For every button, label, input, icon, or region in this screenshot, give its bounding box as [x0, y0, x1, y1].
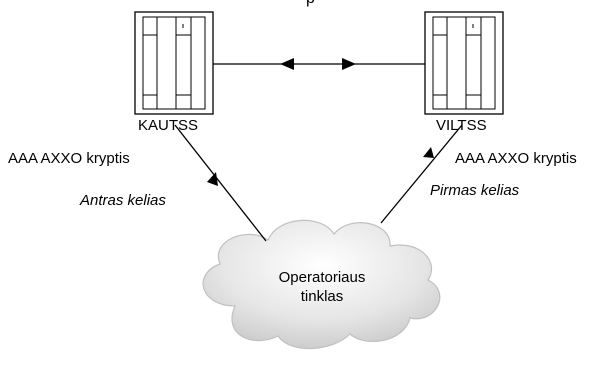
network-label: Operatoriaus tinklas	[262, 268, 382, 306]
page-title-fragment: p	[306, 0, 315, 8]
direction-label-left: AAA AXXO kryptis	[8, 150, 130, 167]
network-label-line1: Operatoriaus	[278, 269, 366, 286]
network-label-line2: tinklas	[300, 288, 344, 305]
path-label-left: Antras kelias	[80, 192, 166, 209]
arrow-left-icon	[280, 58, 294, 70]
path-label-right: Pirmas kelias	[430, 182, 520, 199]
cloud-icon	[202, 219, 441, 350]
left-path-line	[174, 124, 267, 242]
server-icon-right	[424, 11, 504, 115]
arrow-down-icon	[207, 172, 218, 186]
inter-server-link	[213, 58, 425, 70]
server-icon-left	[134, 11, 214, 115]
arrow-up-icon	[423, 147, 434, 158]
arrow-right-icon	[342, 58, 356, 70]
right-path-line	[380, 124, 463, 224]
system-label-right: VILTSS	[436, 117, 487, 134]
system-label-left: KAUTSS	[138, 117, 199, 134]
direction-label-right: AAA AXXO kryptis	[455, 150, 577, 167]
